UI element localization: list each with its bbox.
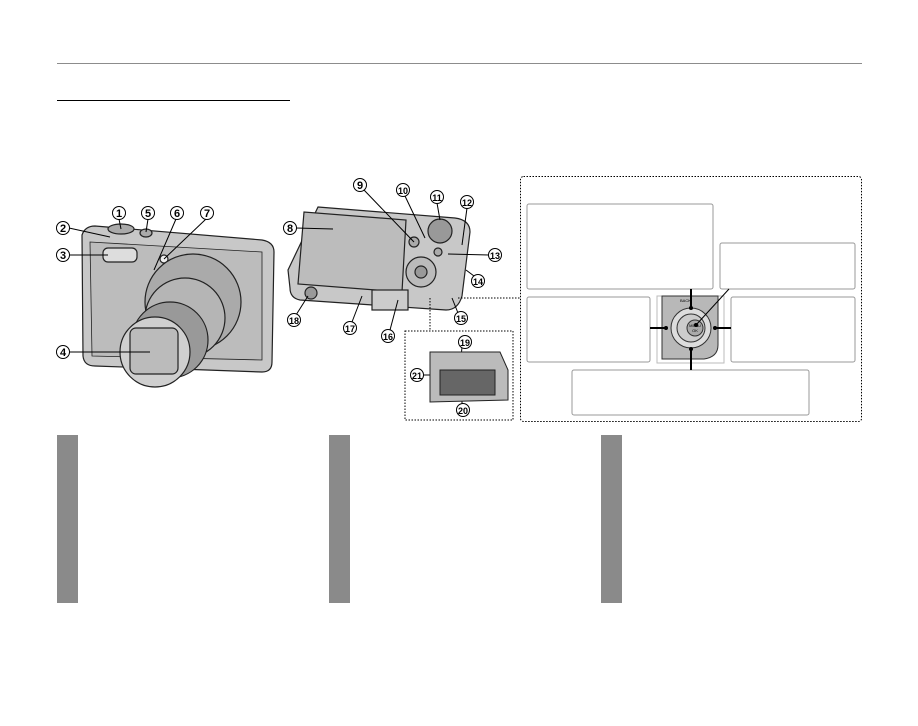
callout-5-label: 5 <box>145 208 151 220</box>
callout-18-label: 18 <box>289 316 299 326</box>
controls-panel: BACK MENU OK <box>520 176 862 422</box>
callout-15: 15 <box>454 311 468 325</box>
callout-11: 11 <box>430 190 444 204</box>
callout-1: 1 <box>112 206 126 220</box>
header-rule <box>57 63 862 64</box>
callout-17: 17 <box>343 321 357 335</box>
callout-13-label: 13 <box>490 251 500 261</box>
callout-4: 4 <box>56 345 70 359</box>
callout-numbers: 1 2 3 4 5 6 7 8 9 10 11 12 13 14 15 16 1… <box>56 178 502 417</box>
section-heading-underline <box>57 100 290 101</box>
callout-17-label: 17 <box>345 324 355 334</box>
callout-7-label: 7 <box>204 208 210 220</box>
callout-20: 20 <box>456 403 470 417</box>
callout-14-label: 14 <box>473 277 483 287</box>
control-box-menu-ok <box>719 242 856 290</box>
callout-6-label: 6 <box>174 208 180 220</box>
callout-16-label: 16 <box>383 332 393 342</box>
section-bar-2 <box>329 435 350 603</box>
control-box-right <box>730 296 856 363</box>
section-bar-1 <box>57 435 78 603</box>
callout-3-label: 3 <box>60 250 66 262</box>
section-bar-3 <box>601 435 622 603</box>
callout-2: 2 <box>56 221 70 235</box>
camera-back-illustration <box>287 206 471 311</box>
callout-18: 18 <box>287 313 301 327</box>
callout-19: 19 <box>458 335 472 349</box>
callout-6: 6 <box>170 206 184 220</box>
callout-5: 5 <box>141 206 155 220</box>
callout-15-label: 15 <box>456 314 466 324</box>
callout-12-label: 12 <box>462 198 472 208</box>
callout-1-label: 1 <box>116 208 122 220</box>
callout-7: 7 <box>200 206 214 220</box>
control-box-left <box>526 296 651 363</box>
callout-9-label: 9 <box>357 180 363 192</box>
callout-8-label: 8 <box>287 223 293 235</box>
camera-front-illustration <box>81 223 275 388</box>
callout-11-label: 11 <box>432 193 442 203</box>
callout-12: 12 <box>460 195 474 209</box>
control-box-down <box>571 369 810 416</box>
callout-4-label: 4 <box>60 347 67 359</box>
callout-13: 13 <box>488 248 502 262</box>
callout-10: 10 <box>396 183 410 197</box>
control-box-up <box>526 203 714 290</box>
callout-21-label: 21 <box>412 371 422 381</box>
battery-card-inset <box>404 297 520 421</box>
callout-16: 16 <box>381 329 395 343</box>
callout-8: 8 <box>283 221 297 235</box>
callout-20-label: 20 <box>458 406 468 416</box>
back-label: BACK <box>680 298 691 303</box>
ok-label: OK <box>692 328 698 333</box>
callout-10-label: 10 <box>398 186 408 196</box>
callout-19-label: 19 <box>460 338 470 348</box>
camera-parts-diagram: 1 2 3 4 5 6 7 8 9 10 11 12 13 14 15 16 1… <box>56 176 862 422</box>
callout-9: 9 <box>353 178 367 192</box>
callout-3: 3 <box>56 248 70 262</box>
callout-14: 14 <box>471 274 485 288</box>
callout-2-label: 2 <box>60 223 66 235</box>
callout-21: 21 <box>410 368 424 382</box>
